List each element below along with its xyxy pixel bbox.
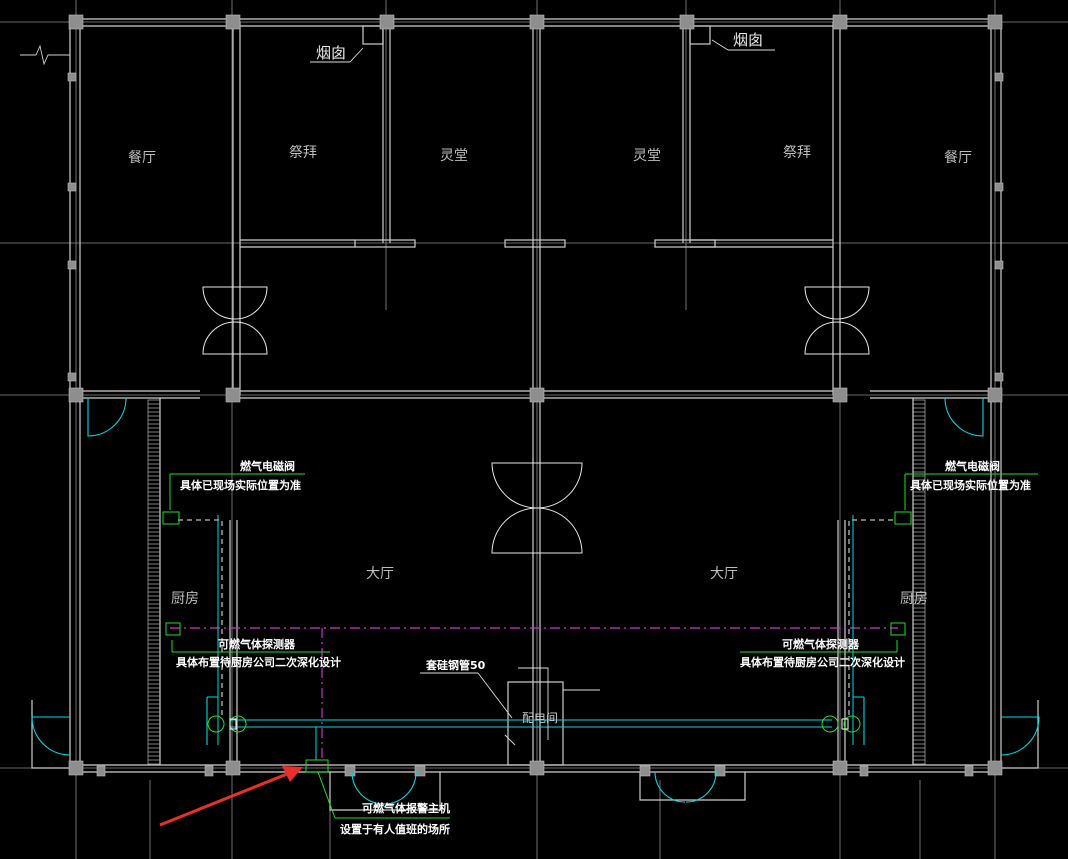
room-label: 餐厅 xyxy=(944,150,972,166)
green-devices xyxy=(162,511,912,773)
double-swing-doors xyxy=(202,286,870,554)
room-label: 大厅 xyxy=(366,566,394,582)
red-arrow xyxy=(159,766,303,827)
detector-title: 可燃气体探测器 xyxy=(218,637,296,651)
chimney-label: 烟囱 xyxy=(733,31,763,49)
room-label: 厨房 xyxy=(171,591,199,607)
conduit-leader xyxy=(420,667,600,746)
cyan-pipes xyxy=(217,515,854,760)
room-label: 祭拜 xyxy=(783,145,811,161)
columns xyxy=(67,14,1004,777)
room-label: 祭拜 xyxy=(289,145,317,161)
room-label: 灵堂 xyxy=(633,148,661,164)
valve-title: 燃气电磁阀 xyxy=(944,459,1000,473)
room-label: 配电间 xyxy=(522,711,558,725)
host-note: 设置于有人值班的场所 xyxy=(340,822,450,836)
green-leaders xyxy=(169,473,1038,819)
detector-note: 具体布置待厨房公司二次深化设计 xyxy=(176,655,341,669)
valve-note: 具体已现场实际位置为准 xyxy=(910,478,1031,492)
room-label: 餐厅 xyxy=(128,150,156,166)
walls xyxy=(31,18,1039,811)
room-label: 大厅 xyxy=(710,566,738,582)
room-label: 灵堂 xyxy=(440,148,468,164)
break-line xyxy=(20,44,70,66)
chimney-leaders xyxy=(310,39,775,63)
chimney-label: 烟囱 xyxy=(316,44,346,62)
host-title: 可燃气体报警主机 xyxy=(362,801,450,815)
valve-title: 燃气电磁阀 xyxy=(239,459,295,473)
detector-note: 具体布置待厨房公司二次深化设计 xyxy=(740,655,905,669)
detector-title: 可燃气体探测器 xyxy=(782,637,860,651)
valve-note: 具体已现场实际位置为准 xyxy=(180,478,301,492)
cyan-doors xyxy=(31,397,1040,805)
magenta-boundary xyxy=(170,627,898,762)
gas-pipes-dashed xyxy=(178,519,893,718)
room-label: 厨房 xyxy=(900,591,928,607)
conduit-note: 套硅钢管50 xyxy=(426,658,486,672)
stair-hatch xyxy=(147,399,926,766)
